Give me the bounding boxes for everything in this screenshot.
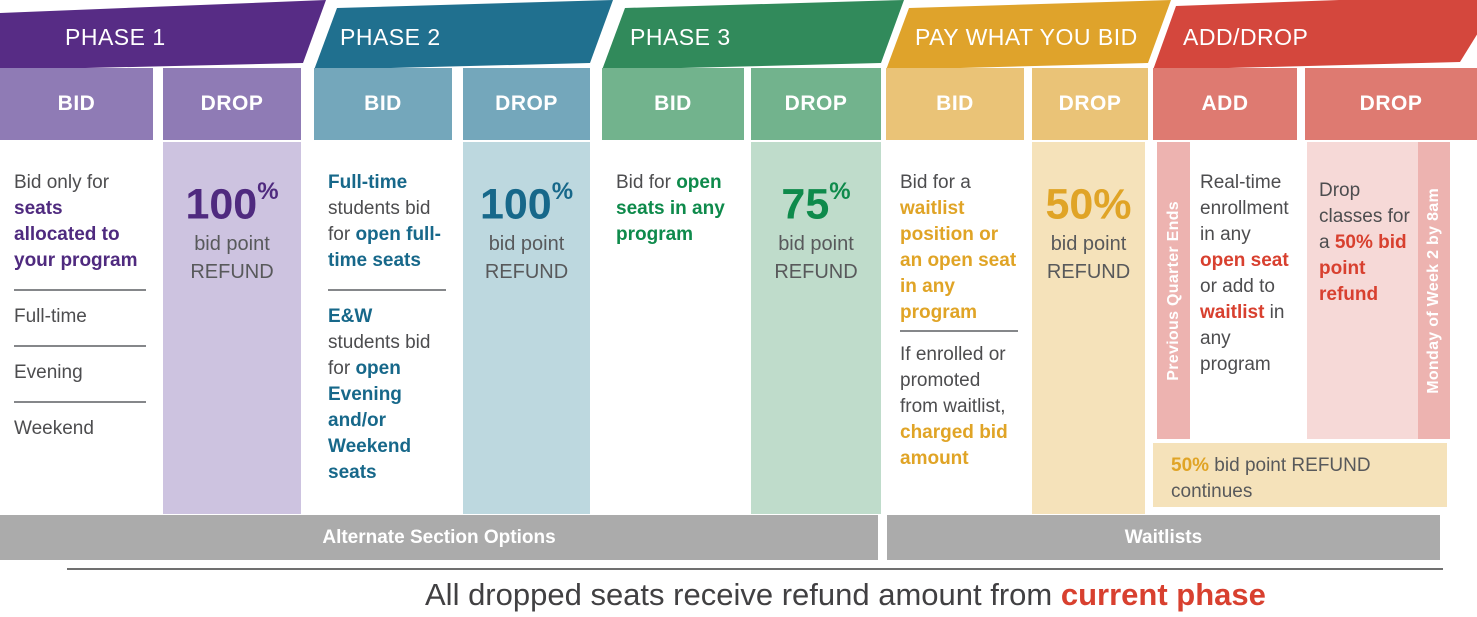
alternate-section-options-bar: Alternate Section Options xyxy=(0,515,878,560)
phase3-refund-caption: bid point REFUND xyxy=(774,233,858,284)
adddrop-add-cell: Real-time enrollment in any open seat or… xyxy=(1192,142,1307,439)
phase3-drop-subheader: DROP xyxy=(751,68,881,140)
adddrop-header-band: ADD/DROP xyxy=(1153,0,1477,70)
phase3-drop-cell: 75% bid point REFUND xyxy=(751,142,881,514)
adddrop-drop-subheader: DROP xyxy=(1305,68,1477,140)
pwyb-refund-caption: bid point REFUND xyxy=(1046,233,1131,284)
phase1-drop-cell: 100% bid point REFUND xyxy=(163,142,301,514)
phase3-bid-subheader: BID xyxy=(602,68,744,140)
pwyb-bid-enrolled-text: If enrolled or promoted from waitlist, c… xyxy=(900,344,1008,469)
phase3-header-band: PHASE 3 xyxy=(602,0,904,70)
waitlists-bar: Waitlists xyxy=(887,515,1440,560)
phase2-bid-cell: Full-time students bid for open full-tim… xyxy=(314,142,452,514)
phase2-bid-fulltime-text: Full-time students bid for open full-tim… xyxy=(328,172,441,271)
phase3-bid-cell: Bid for open seats in any program xyxy=(602,142,744,514)
phase1-bid-subheader: BID xyxy=(0,68,153,140)
phase2-refund-percent: 100% xyxy=(479,178,574,229)
pwyb-bid-cell: Bid for a waitlist position or an open s… xyxy=(886,142,1027,514)
pwyb-drop-subheader: DROP xyxy=(1032,68,1148,140)
phase2-drop-subheader: DROP xyxy=(463,68,590,140)
divider xyxy=(328,289,446,291)
divider xyxy=(900,330,1018,332)
phase1-bid-text: Bid only for seats allocated to your pro… xyxy=(14,172,138,271)
monday-week2-label: Monday of Week 2 by 8am xyxy=(1425,187,1442,394)
phase2-header-band: PHASE 2 xyxy=(314,0,613,70)
divider xyxy=(14,345,146,347)
phase2-refund-caption: bid point REFUND xyxy=(484,233,569,284)
adddrop-drop-text: Drop classes for a 50% bid point refund xyxy=(1319,180,1410,305)
phase1-title: PHASE 1 xyxy=(65,24,166,50)
divider xyxy=(14,289,146,291)
pwyb-refund-percent: 50% xyxy=(1045,180,1132,229)
footer-divider-line xyxy=(67,568,1443,570)
pwyb-bid-subheader: BID xyxy=(886,68,1024,140)
previous-quarter-ends-strip: Previous Quarter Ends xyxy=(1157,142,1190,439)
phase1-option-evening: Evening xyxy=(14,362,83,383)
pwyb-bid-text: Bid for a waitlist position or an open s… xyxy=(900,172,1017,323)
phase1-option-weekend: Weekend xyxy=(14,418,94,439)
footer-note: All dropped seats receive refund amount … xyxy=(425,577,1266,612)
divider xyxy=(14,401,146,403)
adddrop-title: ADD/DROP xyxy=(1183,24,1309,50)
phase1-refund-caption: bid point REFUND xyxy=(190,233,274,284)
adddrop-drop-cell: Drop classes for a 50% bid point refund xyxy=(1307,142,1418,439)
phase3-bid-text: Bid for open seats in any program xyxy=(616,172,725,245)
pay-what-you-bid-title: PAY WHAT YOU BID xyxy=(915,24,1138,50)
phase2-drop-cell: 100% bid point REFUND xyxy=(463,142,590,514)
phase3-title: PHASE 3 xyxy=(630,24,731,50)
phase1-bid-cell: Bid only for seats allocated to your pro… xyxy=(0,142,153,514)
phase2-bid-ew-text: E&W students bid for open Evening and/or… xyxy=(328,306,431,483)
phase1-drop-subheader: DROP xyxy=(163,68,301,140)
phase1-header-band: PHASE 1 xyxy=(0,0,326,70)
adddrop-add-subheader: ADD xyxy=(1153,68,1297,140)
refund-continues-note: 50% bid point REFUND continues xyxy=(1153,443,1447,507)
pay-what-you-bid-header-band: PAY WHAT YOU BID xyxy=(886,0,1171,70)
adddrop-add-text: Real-time enrollment in any open seat or… xyxy=(1200,172,1289,375)
previous-quarter-ends-label: Previous Quarter Ends xyxy=(1164,200,1182,381)
phase1-refund-percent: 100% xyxy=(185,178,279,229)
phase1-option-fulltime: Full-time xyxy=(14,306,87,327)
monday-week2-strip: Monday of Week 2 by 8am xyxy=(1418,142,1450,439)
phase2-bid-subheader: BID xyxy=(314,68,452,140)
phase3-refund-percent: 75% xyxy=(781,178,851,229)
pwyb-drop-cell: 50% bid point REFUND xyxy=(1032,142,1145,514)
phase2-title: PHASE 2 xyxy=(340,24,441,50)
